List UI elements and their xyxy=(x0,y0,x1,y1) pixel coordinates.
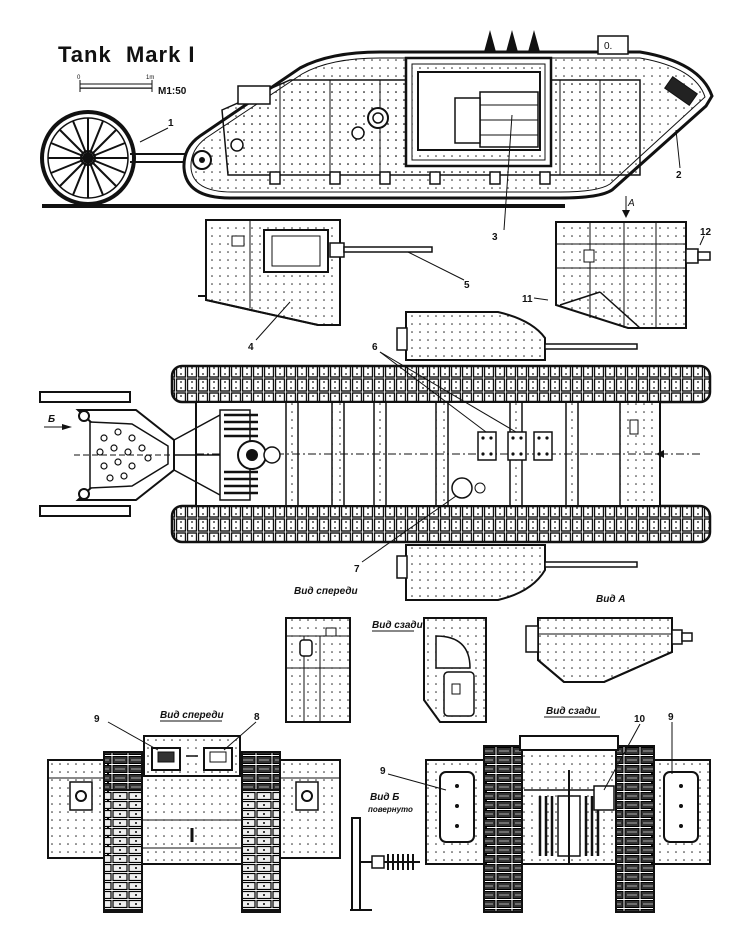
view-b-detail xyxy=(350,817,420,911)
view-label-b-note: повернуто xyxy=(368,805,413,814)
side-view: 0. 1 2 3 xyxy=(40,30,714,243)
sponson-detail-front: 4 5 xyxy=(198,219,470,353)
callout-8: 8 xyxy=(254,712,260,723)
callout-12: 12 xyxy=(700,227,712,238)
view-label-a: Вид А xyxy=(596,594,626,605)
callout-1: 1 xyxy=(168,118,174,129)
callout-6: 6 xyxy=(372,342,378,353)
front-view-large: 9 8 xyxy=(47,712,341,913)
drawing-title: Tank Mark I xyxy=(58,42,196,67)
scale-bar: 0 1m M1:50 xyxy=(77,75,187,97)
view-label-rear-large: Вид сзади xyxy=(546,706,597,717)
hatch-label: 0. xyxy=(604,41,612,52)
scale-start: 0 xyxy=(77,75,81,81)
sponson-rear-view-small xyxy=(423,617,487,723)
sponson-side xyxy=(404,56,553,168)
callout-3: 3 xyxy=(492,232,498,243)
callout-11: 11 xyxy=(522,294,533,305)
callout-7: 7 xyxy=(354,564,360,575)
arrow-a-label: A xyxy=(627,198,635,209)
sponson-front-view-small xyxy=(285,617,351,723)
view-label-rear-small: Вид сзади xyxy=(372,620,423,631)
view-label-front-small: Вид спереди xyxy=(294,586,358,597)
callout-5: 5 xyxy=(464,280,470,291)
scale-end: 1m xyxy=(146,75,154,81)
sponson-view-a xyxy=(525,617,693,683)
sponson-detail-side: A 11 12 xyxy=(522,196,712,329)
arrow-b-label: Б xyxy=(48,414,55,425)
callout-9-front: 9 xyxy=(94,714,100,725)
view-label-b: Вид Б xyxy=(370,792,399,803)
scale-label: M1:50 xyxy=(158,86,187,97)
tail-wheel xyxy=(40,110,136,206)
callout-2: 2 xyxy=(676,170,682,181)
rear-view-large: 9 10 9 xyxy=(380,712,711,913)
callout-9-rear-left: 9 xyxy=(380,766,386,777)
tail-frame-top: Б xyxy=(39,391,221,517)
callout-4: 4 xyxy=(248,342,254,353)
top-view: 6 7 Б xyxy=(39,311,712,601)
callout-9-rear-right: 9 xyxy=(668,712,674,723)
view-label-front-large: Вид спереди xyxy=(160,710,224,721)
callout-10: 10 xyxy=(634,714,646,725)
